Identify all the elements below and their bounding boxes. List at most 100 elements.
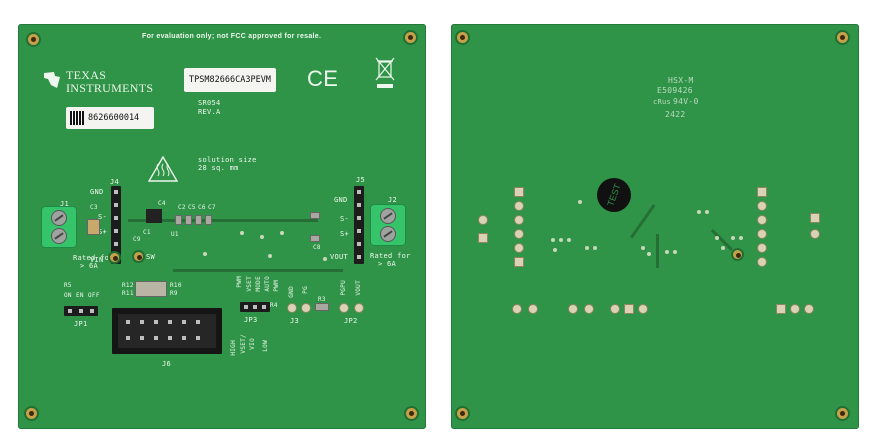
ti-logo (42, 70, 62, 94)
jp3-pin-vset: VSET (246, 276, 253, 292)
refdes-c1: C1 (143, 229, 151, 236)
connector-j6-label: J6 (162, 360, 172, 368)
j4-pin-s-minus: S- (98, 213, 108, 221)
screw-icon (52, 229, 66, 243)
jp3-pin-auto: AUTO (264, 276, 271, 292)
jp3-pin-mode: MODE (255, 276, 262, 292)
part-number-label: TPSM82666CA3PEVM (184, 68, 276, 92)
hot-surface-warning-icon (147, 155, 179, 186)
jp3-pin-pwm-2: PWM (273, 280, 280, 292)
refdes-c4: C4 (158, 200, 166, 207)
jp1-pin-off: OFF (88, 292, 100, 299)
date-code: 2422 (665, 110, 686, 119)
refdes-r11: R11 (122, 290, 134, 297)
jp1-pin-en: EN (76, 292, 84, 299)
sw-label: SW (146, 253, 156, 261)
resistor-r3 (316, 304, 328, 310)
jumper-jp3[interactable] (240, 302, 270, 312)
capacitor-c7 (206, 216, 211, 224)
j4-pin-gnd: GND (90, 188, 104, 196)
shrouded-header-j6[interactable] (112, 308, 222, 354)
test-point-sw[interactable] (134, 252, 143, 261)
jumper-jp1-label: JP1 (74, 320, 88, 328)
mounting-hole (837, 408, 848, 419)
jumper-jp1[interactable] (64, 306, 98, 316)
jp2-pad-pgpu[interactable] (340, 304, 348, 312)
connector-j2-label: J2 (388, 196, 398, 204)
pcb-back: HSX-M E509426 cRus 94V-0 2422 TEST (451, 24, 859, 429)
test-point-vin[interactable] (110, 253, 119, 262)
refdes-r12: R12 (122, 282, 134, 289)
jp3-side-vio: VIO (249, 338, 256, 350)
j4-pin-vin: VIN (90, 256, 104, 264)
copper-trace (128, 219, 318, 222)
solder-pad (515, 188, 523, 196)
refdes-c7: C7 (208, 204, 216, 211)
jp2-pad-vout[interactable] (355, 304, 363, 312)
j2-rating-line1: Rated for (370, 252, 411, 260)
j1-rating-line1: Rated for (73, 254, 114, 262)
j4-pin-s-plus: S+ (98, 228, 108, 236)
copper-trace (656, 234, 659, 268)
jp3-side-low: LOW (262, 340, 269, 352)
jp2-pin-pgpu: PGPU (340, 280, 347, 296)
header-j5[interactable] (354, 186, 364, 264)
refdes-c2: C2 (178, 204, 186, 211)
screw-icon (381, 209, 395, 223)
ti-logo-line1: TEXAS (66, 68, 107, 82)
capacitor-c8 (311, 236, 319, 241)
weee-bin-icon (374, 56, 396, 96)
capacitor-c6 (196, 216, 201, 224)
jumper-jp2-label: JP2 (344, 317, 358, 325)
connector-j4-label: J4 (110, 178, 120, 186)
qr-code-icon (70, 111, 84, 125)
solution-size-line1: solution size (198, 156, 257, 164)
test-pad-pg[interactable] (302, 304, 310, 312)
ul-mark: cRus (653, 98, 672, 106)
test-pad-gnd[interactable] (288, 304, 296, 312)
terminal-block-j2[interactable] (371, 205, 405, 245)
screw-icon (52, 211, 66, 225)
test-stamp-text: TEST (605, 182, 623, 208)
j5-pin-vout: VOUT (330, 253, 349, 261)
mounting-hole (837, 32, 848, 43)
serial-number: 8626600014 (88, 113, 140, 123)
regulator-u1 (146, 209, 162, 223)
back-marking-line3: 94V-0 (673, 97, 699, 106)
solution-size-line2: 28 sq. mm (198, 164, 239, 172)
refdes-c3: C3 (90, 204, 98, 211)
serial-sticker: 8626600014 (66, 107, 154, 129)
mounting-hole (28, 34, 39, 45)
capacitor-c5 (186, 216, 191, 224)
refdes-c6: C6 (198, 204, 206, 211)
pcb-front: For evaluation only; not FCC approved fo… (18, 24, 426, 429)
refdes-r10: R10 (170, 282, 182, 289)
back-marking-line2: E509426 (657, 86, 693, 95)
test-stamp: TEST (597, 178, 631, 212)
capacitor-c2 (176, 216, 181, 224)
terminal-block-j1[interactable] (42, 207, 76, 247)
mounting-hole (457, 32, 468, 43)
refdes-c8: C8 (313, 244, 321, 251)
copper-trace (630, 204, 656, 239)
j5-pin-s-minus: S- (340, 215, 350, 223)
refdes-r4: R4 (270, 302, 278, 309)
resistor-array (136, 282, 166, 296)
j3-pin-pg: PG (302, 286, 309, 294)
mounting-hole (457, 408, 468, 419)
solder-pad (758, 188, 766, 196)
jumper-jp3-label: JP3 (244, 316, 258, 324)
back-marking-line1: HSX-M (668, 76, 694, 85)
ce-mark: CE (307, 66, 339, 91)
j3-pin-gnd: GND (288, 286, 295, 298)
refdes-c5: C5 (188, 204, 196, 211)
ti-logo-line2: INSTRUMENTS (66, 81, 154, 95)
refdes-c9: C9 (133, 236, 141, 243)
mounting-hole (405, 32, 416, 43)
j5-pin-gnd: GND (334, 196, 348, 204)
refdes-r9: R9 (170, 290, 178, 297)
mounting-hole (26, 408, 37, 419)
jp1-pin-on: ON (64, 292, 72, 299)
board-revision: REV.A (198, 108, 221, 116)
jp2-pin-vout: VOUT (355, 280, 362, 296)
